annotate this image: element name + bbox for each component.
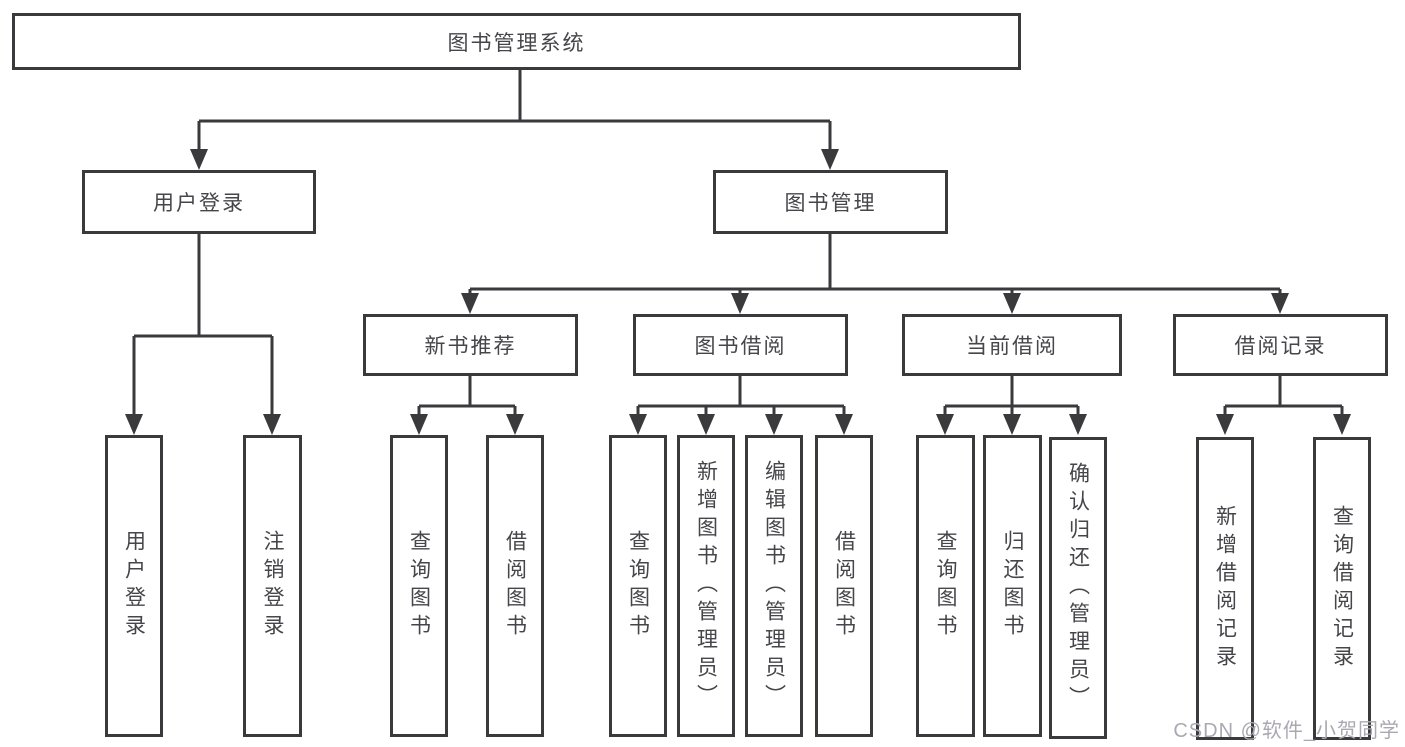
leaf-nbr-borrow-books: 借阅图书 bbox=[486, 435, 544, 737]
arrowheads bbox=[125, 149, 1351, 435]
node-new-book-recommend: 新书推荐 bbox=[363, 314, 578, 376]
leaf-nbr-query-books: 查询图书 bbox=[390, 435, 448, 737]
tree-edges bbox=[132, 70, 1344, 415]
leaf-logout: 注销登录 bbox=[243, 435, 302, 737]
node-current-borrowing: 当前借阅 bbox=[902, 314, 1122, 376]
node-library-management-system: 图书管理系统 bbox=[12, 13, 1021, 70]
leaf-cb-confirm-return-admin: 确认归还（管理员） bbox=[1049, 437, 1107, 739]
leaf-cb-query-books: 查询图书 bbox=[916, 435, 975, 737]
leaf-br-add-borrow-record: 新增借阅记录 bbox=[1196, 437, 1254, 740]
node-book-borrowing: 图书借阅 bbox=[633, 314, 848, 376]
leaf-br-query-borrow-record: 查询借阅记录 bbox=[1313, 437, 1371, 740]
leaf-bb-borrow-books: 借阅图书 bbox=[815, 435, 873, 737]
leaf-bb-query-books: 查询图书 bbox=[609, 435, 667, 737]
node-book-management: 图书管理 bbox=[713, 170, 948, 234]
leaf-user-login: 用户登录 bbox=[105, 435, 163, 737]
leaf-cb-return-books: 归还图书 bbox=[983, 435, 1042, 737]
leaf-bb-add-books-admin: 新增图书（管理员） bbox=[677, 435, 735, 737]
leaf-bb-edit-books-admin: 编辑图书（管理员） bbox=[745, 435, 803, 737]
watermark: CSDN @软件_小贺同学 bbox=[1173, 720, 1400, 742]
node-user-login: 用户登录 bbox=[82, 170, 316, 234]
node-borrowing-records: 借阅记录 bbox=[1173, 314, 1388, 376]
